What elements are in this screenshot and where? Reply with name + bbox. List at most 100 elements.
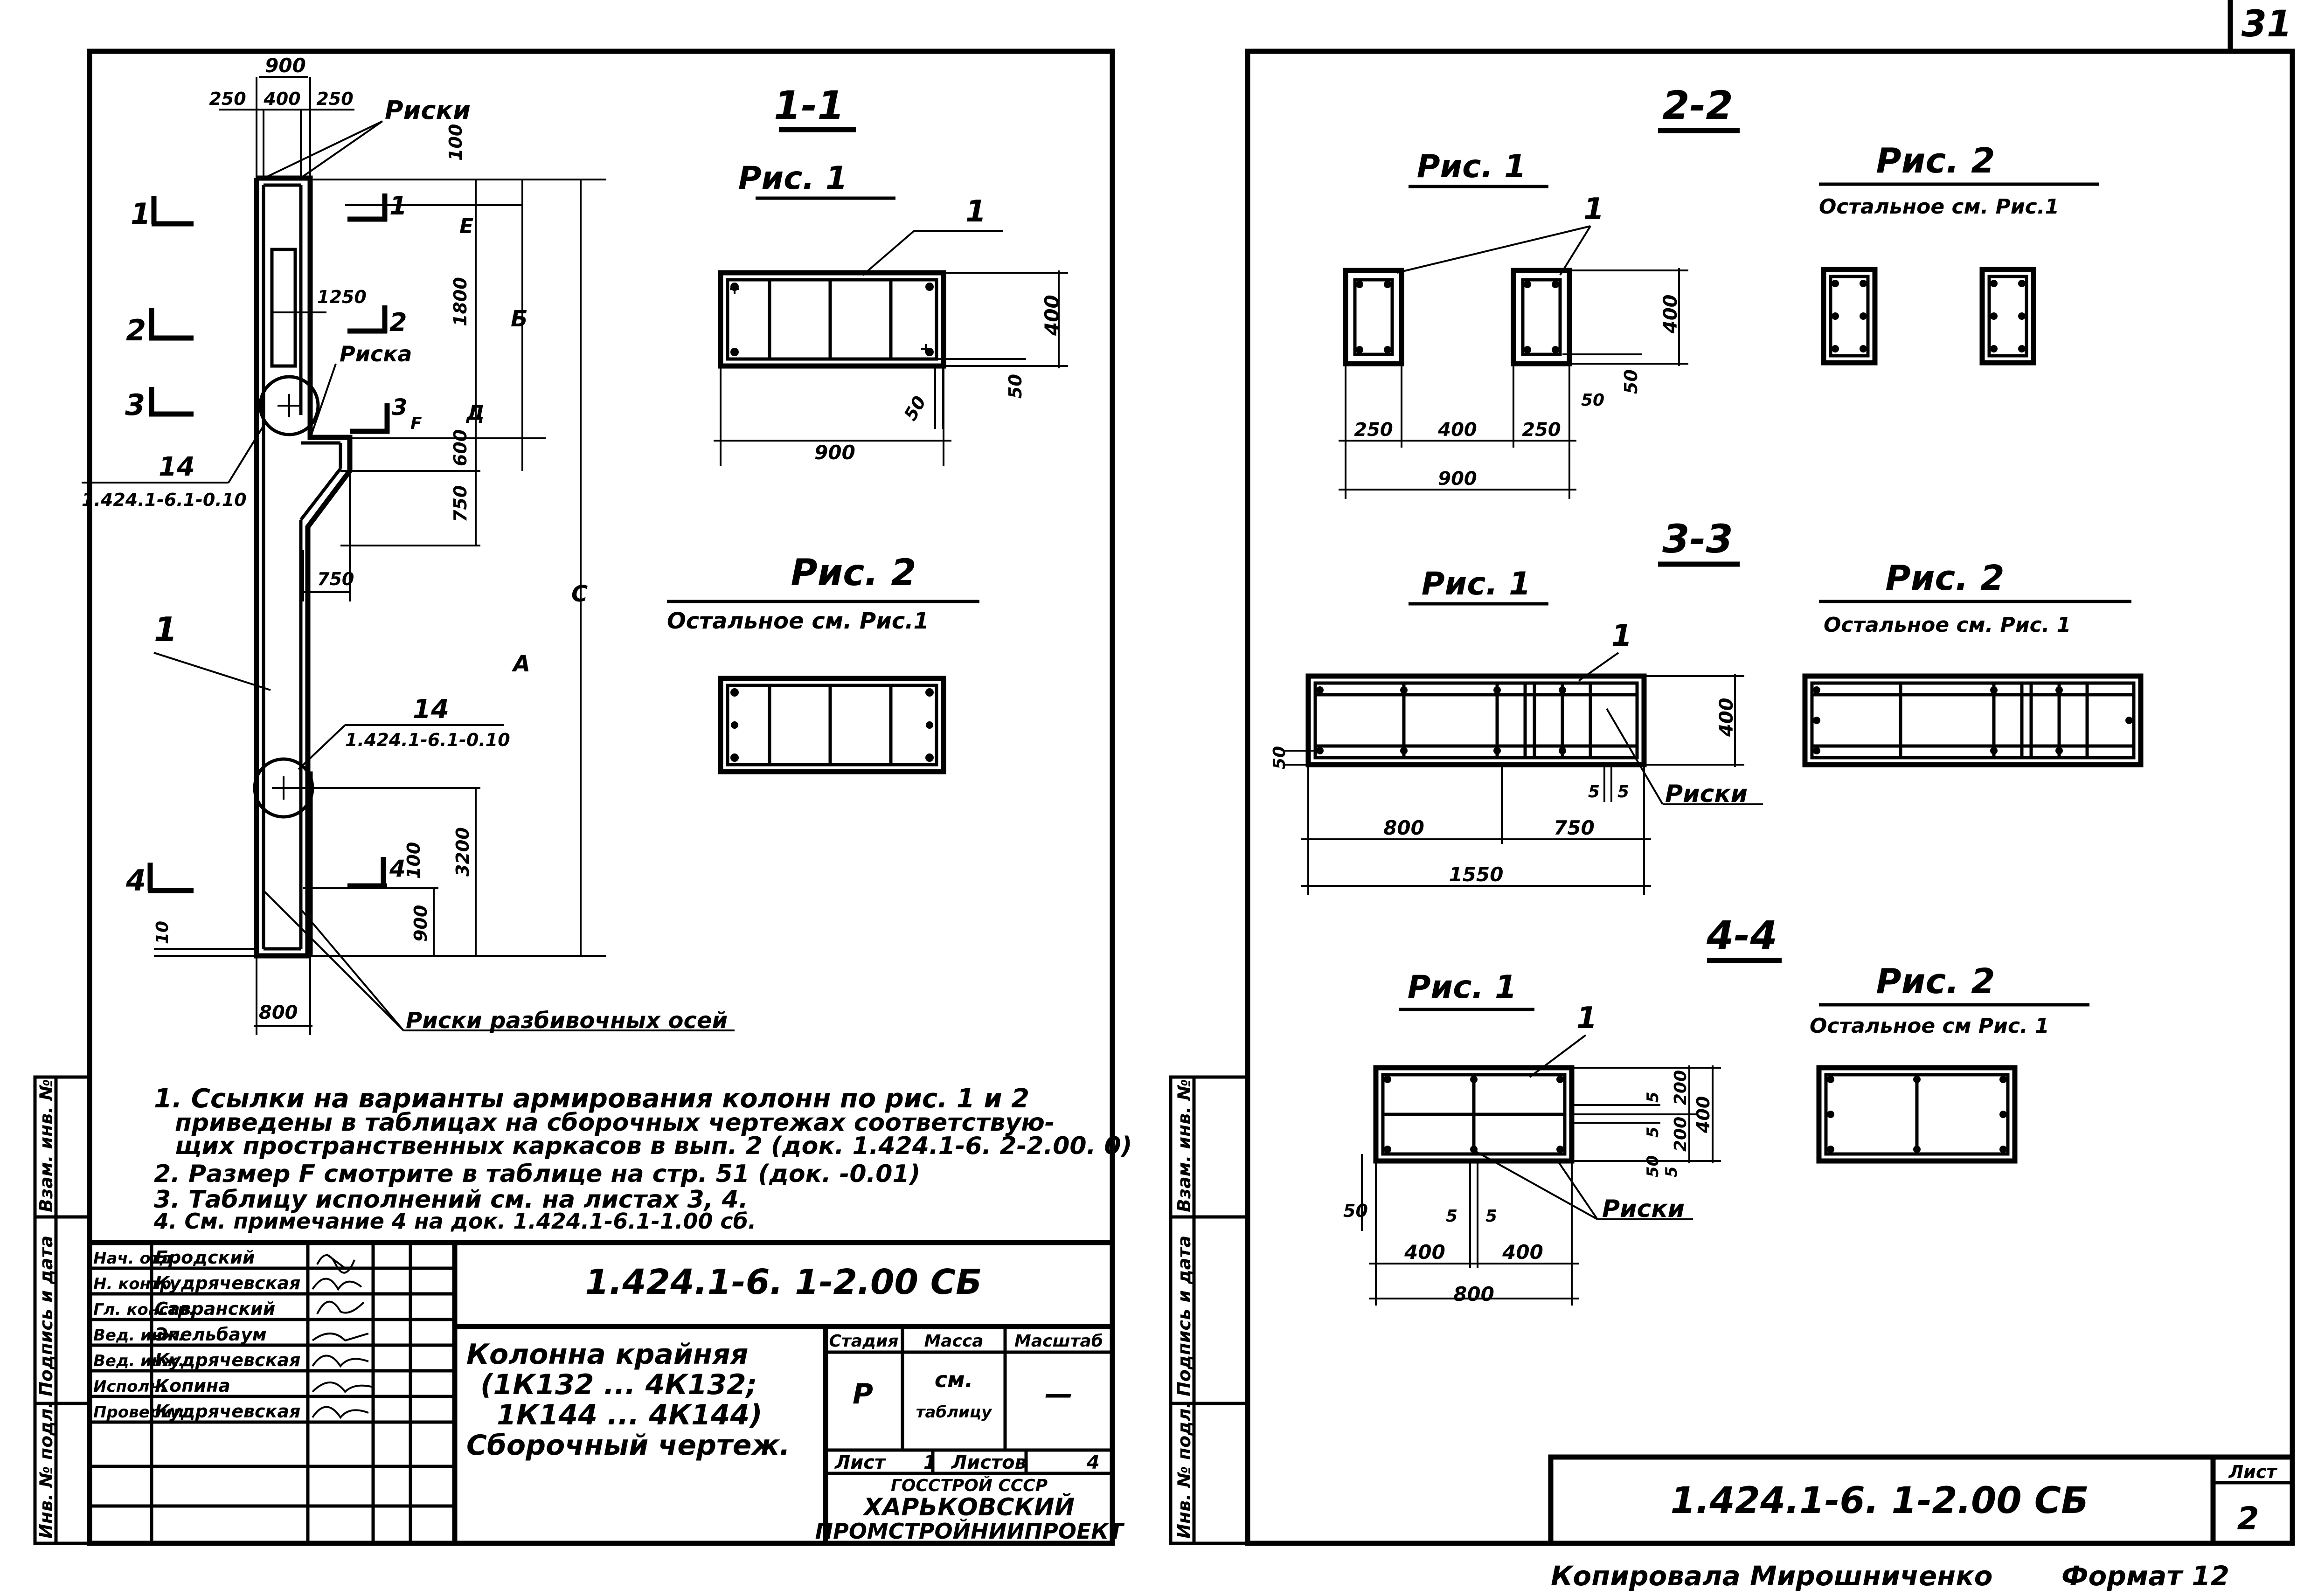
svg-text:см.: см. (935, 1367, 973, 1392)
svg-text:1: 1 (131, 197, 151, 231)
svg-text:Подпись и дата: Подпись и дата (1174, 1236, 1194, 1396)
svg-text:Рис. 2: Рис. 2 (1885, 558, 2004, 598)
svg-text:600: 600 (450, 429, 471, 466)
svg-text:Рис. 1: Рис. 1 (738, 160, 848, 197)
svg-text:Рис. 1: Рис. 1 (1417, 148, 1527, 185)
svg-text:Д: Д (465, 401, 485, 425)
svg-text:Рис. 2: Рис. 2 (791, 552, 916, 594)
footer-format: Формат 12 (2061, 1560, 2229, 1592)
svg-text:Остальное см. Рис.1: Остальное см. Рис.1 (1819, 195, 2059, 219)
svg-text:800: 800 (259, 1002, 298, 1023)
dim-1250-group: 1250 Риска (271, 287, 412, 439)
section-4-4: 4-4 Рис. 1 Рис. 2 Остальное см Рис. 1 1 … (1343, 912, 2089, 1306)
svg-text:1.424.1-6.1-0.10: 1.424.1-6.1-0.10 (345, 730, 510, 750)
axis-marks-label: Риски разбивочных осей (406, 1008, 728, 1034)
svg-text:1К144 ... 4К144): 1К144 ... 4К144) (497, 1399, 763, 1431)
elevation-bottom-dims: 800 10 Риски разбивочных осей (153, 890, 735, 1035)
svg-text:ГОССТРОЙ СССР: ГОССТРОЙ СССР (891, 1476, 1048, 1495)
svg-text:50: 50 (1581, 391, 1604, 410)
svg-text:—: — (1045, 1378, 1073, 1410)
left-doc-code: 1.424.1-6. 1-2.00 СБ (585, 1262, 982, 1302)
svg-text:400: 400 (1404, 1241, 1445, 1264)
svg-text:5: 5 (1485, 1207, 1497, 1226)
svg-text:Инв. № подл.: Инв. № подл. (36, 1402, 56, 1539)
svg-text:2: 2 (126, 313, 146, 347)
section-4-4-title: 4-4 (1706, 912, 1777, 958)
svg-text:400: 400 (1041, 295, 1063, 336)
svg-text:2: 2 (389, 308, 407, 337)
svg-text:Проверил: Проверил (93, 1403, 184, 1422)
svg-text:5: 5 (1644, 1092, 1662, 1103)
svg-text:Стадия: Стадия (829, 1332, 899, 1351)
svg-text:50: 50 (1005, 374, 1026, 399)
footer-copied-by: Копировала Мирошниченко (1551, 1560, 1992, 1592)
svg-text:Кудрячевская: Кудрячевская (155, 1273, 300, 1293)
svg-text:3: 3 (125, 388, 145, 422)
left-sheet-frame (87, 48, 1115, 1546)
svg-text:200: 200 (1671, 1070, 1690, 1105)
section-1-1-title: 1-1 (774, 83, 845, 128)
svg-text:F: F (410, 414, 422, 433)
svg-text:5: 5 (1617, 782, 1629, 801)
section-2-2: 2-2 Рис. 1 Рис. 2 Остальное см. Рис.1 1 … (1339, 83, 2099, 499)
note-line: 4. См. примечание 4 на док. 1.424.1-6.1-… (153, 1209, 756, 1234)
svg-text:900: 900 (1438, 468, 1477, 490)
svg-text:750: 750 (317, 569, 354, 589)
column-elevation (253, 175, 353, 959)
svg-text:Сборочный чертеж.: Сборочный чертеж. (466, 1429, 790, 1462)
svg-text:Исполн.: Исполн. (93, 1377, 167, 1396)
svg-text:E: E (459, 214, 473, 238)
svg-text:4: 4 (1086, 1452, 1100, 1473)
svg-text:Р: Р (853, 1378, 873, 1410)
svg-text:1550: 1550 (1449, 863, 1504, 886)
svg-text:Кудрячевская: Кудрячевская (155, 1350, 300, 1370)
section-1-1: 1-1 Рис. 1 1 400 50 50 900 Рис. 2 Осталь… (667, 83, 1068, 774)
svg-text:1250: 1250 (317, 287, 367, 307)
svg-text:Листов: Листов (951, 1452, 1027, 1473)
left-side-stamp: Инв. № подл. Подпись и дата Взам. инв. № (33, 1075, 91, 1545)
svg-text:400: 400 (263, 89, 300, 109)
right-sheet-frame (1245, 48, 2295, 1546)
elevation-top-dims: 900 250 400 250 Риски (209, 54, 471, 180)
svg-text:Подпись и дата: Подпись и дата (36, 1236, 56, 1396)
svg-text:10: 10 (153, 921, 172, 944)
svg-text:1: 1 (1611, 619, 1632, 653)
svg-text:250: 250 (1522, 419, 1561, 441)
svg-text:100: 100 (445, 124, 466, 161)
svg-text:5: 5 (1588, 782, 1600, 801)
left-title-block: Нач. отд. Н. контр. Гл. констр. Вед. инж… (90, 1240, 1125, 1544)
svg-text:900: 900 (265, 54, 306, 77)
svg-text:Н. контр.: Н. контр. (93, 1275, 177, 1293)
callout-14-top: 14 1.424.1-6.1-0.10 (82, 421, 267, 510)
note-line: приведены в таблицах на сборочных чертеж… (175, 1109, 1055, 1137)
svg-text:400: 400 (1693, 1096, 1714, 1133)
svg-text:ХАРЬКОВСКИЙ: ХАРЬКОВСКИЙ (862, 1493, 1075, 1521)
svg-text:Вед. инж.: Вед. инж. (93, 1352, 184, 1370)
svg-text:Инв. № подл.: Инв. № подл. (1174, 1402, 1194, 1539)
svg-text:Эпельбаум: Эпельбаум (155, 1324, 267, 1345)
svg-text:14: 14 (159, 452, 195, 482)
callout-14-bottom: 14 1.424.1-6.1-0.10 (298, 694, 510, 770)
svg-text:Масштаб: Масштаб (1014, 1332, 1103, 1351)
svg-text:14: 14 (413, 694, 449, 725)
elevation-right-dims: 100 E 1800 Б Д 600 750 С А 3200 900 100 (285, 124, 606, 957)
svg-text:Взам. инв. №: Взам. инв. № (36, 1079, 56, 1212)
note-line: 3. Таблицу исполнений см. на листах 3, 4… (154, 1186, 748, 1214)
svg-text:4: 4 (389, 855, 406, 882)
svg-text:Масса: Масса (924, 1332, 983, 1351)
note-line: 1. Ссылки на варианты армирования колонн… (154, 1084, 1029, 1114)
riski-label-top: Риски (385, 96, 471, 125)
svg-text:750: 750 (1554, 816, 1595, 839)
notes: 1. Ссылки на варианты армирования колонн… (153, 1084, 1132, 1234)
section-2-2-title: 2-2 (1662, 83, 1733, 128)
svg-text:2: 2 (2237, 1500, 2259, 1537)
svg-text:400: 400 (1437, 419, 1477, 441)
svg-text:200: 200 (1671, 1117, 1690, 1152)
svg-text:С: С (571, 581, 588, 607)
right-doc-code: 1.424.1-6. 1-2.00 СБ (1671, 1480, 2089, 1522)
svg-text:Нач. отд.: Нач. отд. (93, 1249, 179, 1268)
svg-text:750: 750 (450, 485, 471, 522)
svg-text:100: 100 (403, 842, 424, 879)
position-1-leader: 1 (153, 610, 271, 691)
svg-text:50: 50 (1644, 1155, 1662, 1177)
